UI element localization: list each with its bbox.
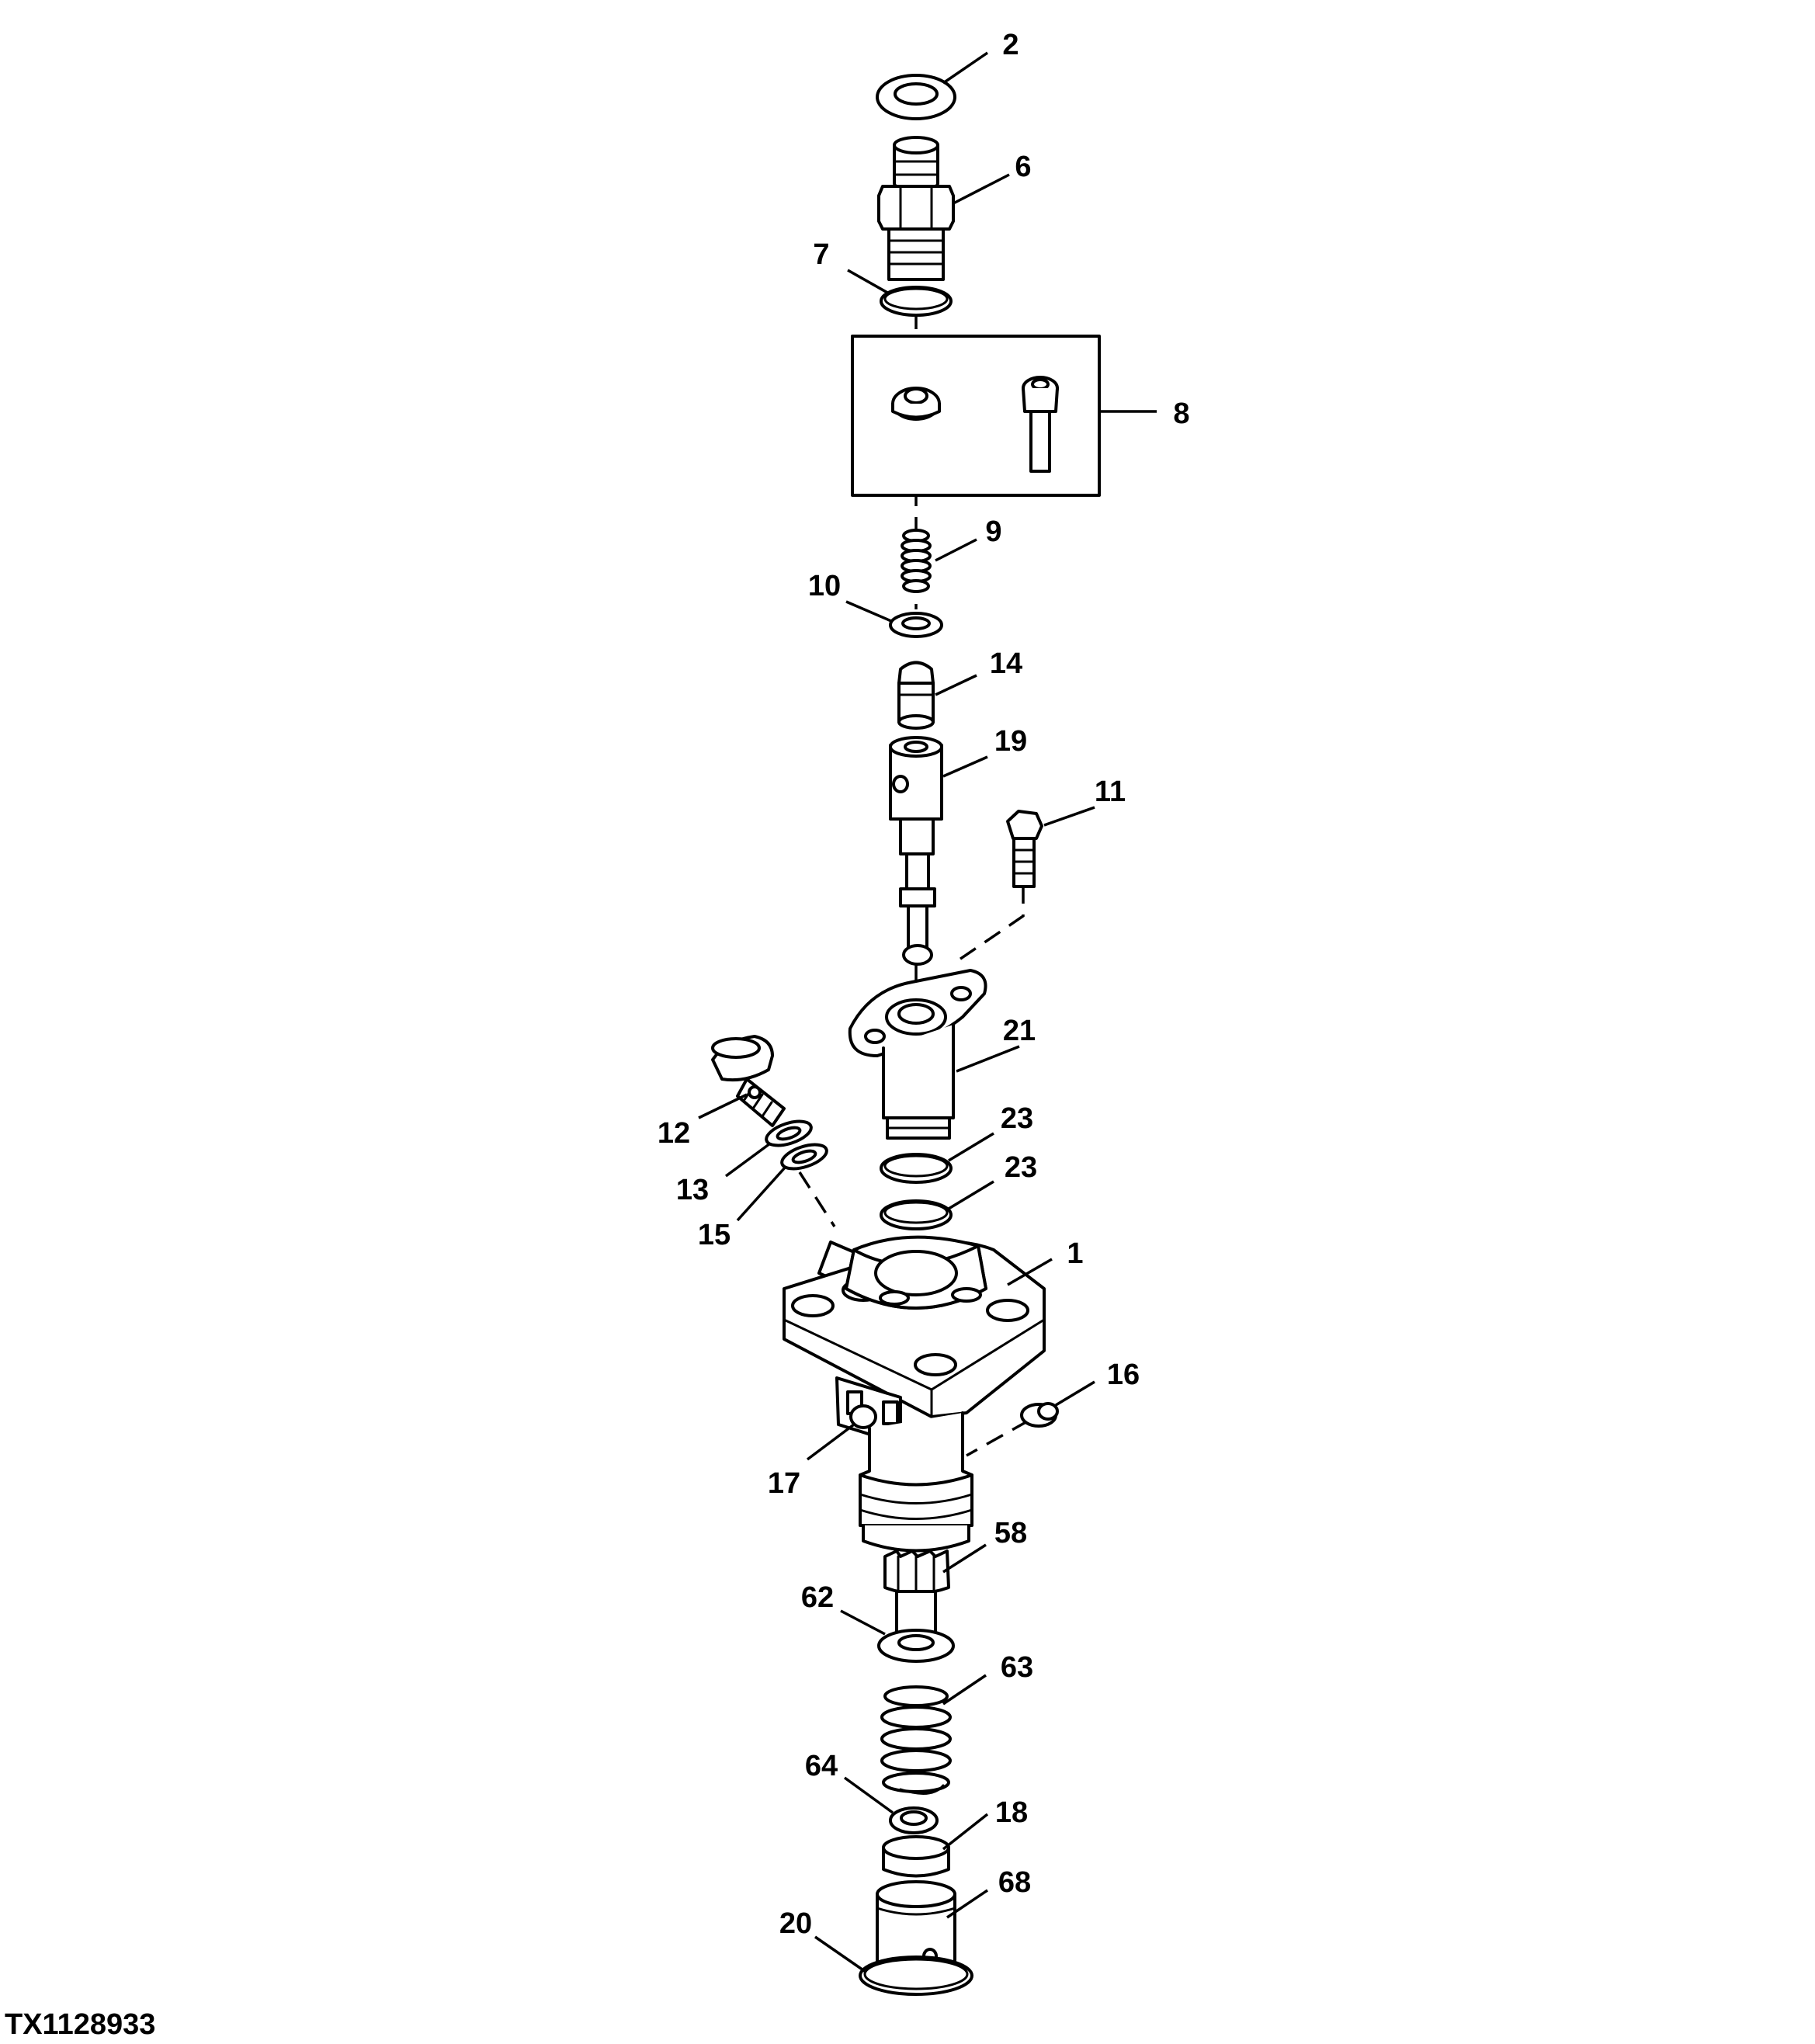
callout-21: 21 [1003,1015,1036,1047]
callout-62: 62 [801,1581,834,1614]
callout-1: 1 [1067,1237,1083,1270]
callout-14: 14 [990,647,1022,680]
callout-11: 11 [1095,776,1126,808]
callout-19: 19 [994,725,1027,758]
callout-58: 58 [994,1517,1027,1549]
part-16-plug [1020,1402,1059,1428]
part-13-washer [765,1119,813,1147]
part-1-pump-housing [783,1235,1046,1553]
callout-23a: 23 [1001,1102,1033,1135]
part-8-valve-kit [851,335,1101,497]
callout-8: 8 [1173,397,1189,430]
part-19-barrel-plunger [889,736,943,966]
callout-13: 13 [676,1174,709,1206]
leader-lines [698,51,1157,1973]
callout-16: 16 [1107,1359,1140,1391]
callout-63: 63 [1001,1651,1033,1684]
callout-20: 20 [779,1907,812,1940]
part-23-o-rings [880,1153,953,1230]
part-9-spring [901,529,932,593]
callout-18: 18 [995,1796,1028,1829]
callout-6: 6 [1015,151,1031,183]
part-58-gear [883,1549,950,1646]
part-21-flange [848,969,987,1140]
callout-17: 17 [768,1467,800,1500]
part-64-retainer [889,1806,939,1834]
callout-labels: 2 6 7 8 9 10 14 19 11 21 12 23 23 13 15 … [658,29,1190,1940]
callout-23b: 23 [1005,1151,1037,1184]
callout-10: 10 [808,570,841,602]
part-14-valve [897,661,935,730]
part-2-washer [876,74,956,120]
part-15-washer [780,1143,828,1171]
part-63-spring [880,1685,952,1795]
callout-68: 68 [998,1866,1031,1899]
part-6-valve-holder [877,136,955,281]
callout-7: 7 [813,238,829,271]
part-12-banjo-bolt [711,1035,786,1127]
part-10-shim [889,612,943,638]
figure-id: TX1128933 [5,2008,155,2041]
callout-64: 64 [805,1750,838,1782]
part-7-o-ring [880,286,953,317]
part-62-spring-seat [877,1629,955,1663]
part-20-snap-ring [859,1956,973,1996]
callout-15: 15 [698,1219,731,1251]
part-11-screw [1006,810,1043,888]
callout-2: 2 [1002,29,1019,61]
callout-12: 12 [658,1117,690,1150]
part-18-spring-seat [882,1835,950,1878]
callout-9: 9 [985,515,1001,548]
